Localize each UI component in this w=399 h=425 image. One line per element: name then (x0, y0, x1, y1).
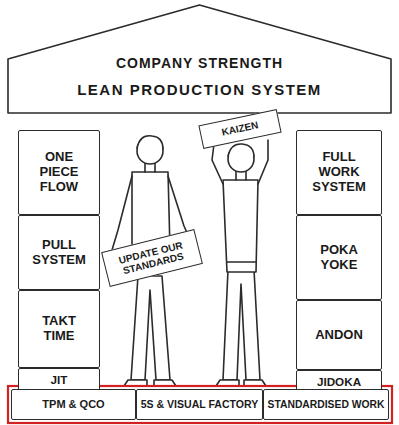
pillar-block: ONE PIECE FLOW (18, 130, 100, 215)
foundation-block: STANDARDISED WORK (263, 389, 389, 420)
foundation-block: 5S & VISUAL FACTORY (136, 389, 263, 420)
block-label: TAKT TIME (27, 314, 91, 344)
roof-heading: COMPANY STRENGTH LEAN PRODUCTION SYSTEM (5, 3, 394, 115)
block-label: JIT (27, 373, 91, 386)
sign-text: KAIZEN (221, 120, 260, 139)
person-hair (228, 144, 254, 157)
pillar-block: TAKT TIME (18, 290, 100, 368)
roof-text: LEAN PRODUCTION SYSTEM (77, 81, 322, 98)
person-arm (112, 176, 132, 250)
block-label: FULL WORK SYSTEM (307, 150, 371, 195)
block-label: 5S & VISUAL FACTORY (141, 398, 259, 410)
pillar-block: JIT (18, 368, 100, 391)
pillar-block: POKA YOKE (296, 215, 382, 300)
block-label: STANDARDISED WORK (268, 399, 385, 411)
sign-text: UPDATE OUR STANDARDS (107, 236, 196, 279)
pillar-block: PULL SYSTEM (18, 215, 100, 290)
person-figure (223, 180, 258, 272)
block-label: ONE PIECE FLOW (27, 150, 91, 195)
roof-text: COMPANY STRENGTH (116, 55, 283, 71)
roof-outline (8, 5, 391, 113)
person-figure (223, 270, 260, 380)
person-hair (137, 136, 163, 149)
block-label: PULL SYSTEM (27, 238, 91, 268)
person-arm (258, 140, 268, 184)
block-label: ANDON (307, 328, 371, 343)
block-label: POKA YOKE (307, 243, 371, 273)
foundation-outline (8, 386, 392, 423)
foundation-block: TPM & QCO (11, 389, 136, 420)
block-label: JIDOKA (307, 375, 371, 388)
pillar-block: ANDON (296, 300, 382, 370)
person-arm (212, 144, 223, 184)
pillar-block: FULL WORK SYSTEM (296, 130, 382, 215)
person-figure (131, 276, 170, 380)
sign-board: KAIZEN (198, 109, 281, 149)
block-label: TPM & QCO (42, 398, 104, 411)
sign-board: UPDATE OUR STANDARDS (101, 229, 203, 287)
person-belt (227, 261, 256, 263)
